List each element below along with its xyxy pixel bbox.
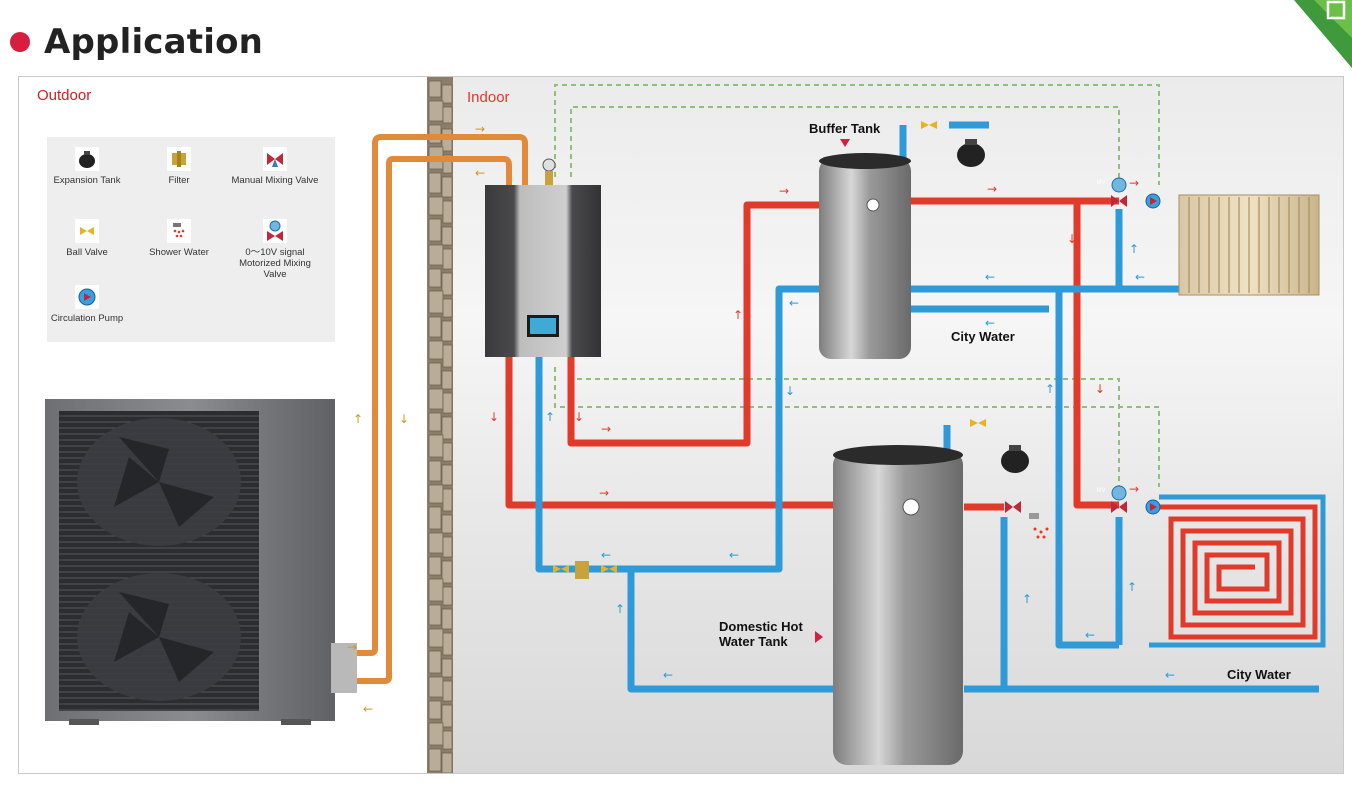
svg-text:↓: ↓ — [785, 384, 795, 398]
ball-valve-icon — [75, 219, 99, 243]
svg-text:←: ← — [1165, 668, 1175, 682]
svg-text:←: ← — [601, 548, 611, 562]
svg-text:←: ← — [985, 270, 995, 284]
city-water-label-bottom: City Water — [1227, 667, 1291, 682]
svg-text:→: → — [987, 182, 997, 196]
mv-badge-bottom: MV — [1096, 488, 1106, 494]
legend-label: Filter — [168, 175, 190, 186]
brick-wall — [427, 77, 453, 773]
ball-valves — [553, 121, 986, 573]
legend-label: 0～10V signal — [245, 247, 305, 258]
svg-text:←: ← — [729, 548, 739, 562]
svg-text:→: → — [1129, 176, 1139, 190]
dhw-tank-label: Domestic Hot Water Tank — [719, 619, 803, 649]
cold-water-pipes — [535, 121, 1319, 693]
manual-mixing-valve-icon — [263, 147, 287, 171]
title-bullet-icon — [10, 32, 30, 52]
legend-filter: Filter — [133, 147, 225, 186]
svg-text:←: ← — [1085, 628, 1095, 642]
legend-label: Circulation Pump — [50, 313, 124, 324]
legend-label-line2: Motorized Mixing Valve — [239, 258, 311, 280]
legend-label: Manual Mixing Valve — [231, 175, 319, 186]
svg-text:↑: ↑ — [615, 602, 625, 616]
buffer-tank — [819, 153, 911, 359]
buffer-tank-pointer-icon — [840, 139, 850, 147]
filter-icon — [167, 147, 191, 171]
hot-water-pipes — [505, 197, 1119, 511]
indoor-hydraulic-unit — [485, 158, 601, 357]
corner-logo-icon — [1294, 0, 1352, 68]
svg-text:→: → — [601, 422, 611, 436]
svg-text:↑: ↑ — [1127, 580, 1137, 594]
circulation-pumps — [1145, 193, 1161, 515]
svg-text:↑: ↑ — [733, 308, 743, 322]
legend-label: Ball Valve — [66, 247, 108, 258]
svg-text:↑: ↑ — [1129, 242, 1139, 256]
mixing-valves — [1005, 177, 1127, 513]
mv-badge-top: MV — [1096, 180, 1106, 186]
svg-text:↑: ↑ — [1045, 382, 1055, 396]
buffer-tank-label: Buffer Tank — [809, 121, 881, 136]
legend-label: Expansion Tank — [53, 175, 121, 186]
underfloor-heating-coil — [1149, 494, 1326, 648]
legend-shower-water: Shower Water — [133, 219, 225, 258]
legend-manual-mixing-valve: Manual Mixing Valve — [229, 147, 321, 186]
svg-text:↓: ↓ — [574, 410, 584, 424]
flow-arrows: → ← ↑ ↓ → ← ↓ ↓ → ↑ → → → ↓ ↓ → → ↑ ↓ ← ← ← ↑ ← ← ← ↑… — [347, 122, 1175, 716]
dhw-tank-label-line1: Domestic Hot — [719, 619, 803, 634]
legend-expansion-tank: Expansion Tank — [41, 147, 133, 186]
svg-text:↓: ↓ — [489, 410, 499, 424]
page-title: Application — [10, 20, 263, 64]
svg-text:→: → — [1129, 482, 1139, 496]
shower-water-icon — [167, 219, 191, 243]
city-water-label-top: City Water — [951, 329, 1015, 344]
shower-head — [1029, 513, 1049, 539]
circulation-pump-icon — [75, 285, 99, 309]
svg-text:↑: ↑ — [353, 412, 363, 426]
svg-text:↑: ↑ — [545, 410, 555, 424]
application-diagram: → ← ↑ ↓ → ← ↓ ↓ → ↑ → → → ↓ ↓ → → ↑ ↓ ← ← ← ↑ ← ← ← ↑… — [18, 76, 1344, 774]
svg-text:→: → — [347, 640, 357, 654]
svg-text:→: → — [779, 184, 789, 198]
legend-panel: Expansion Tank Filter Manual Mixing Valv… — [47, 137, 335, 342]
svg-text:↓: ↓ — [399, 412, 409, 426]
dhw-tank-label-line2: Water Tank — [719, 634, 788, 649]
legend-label: Shower Water — [149, 247, 209, 258]
domestic-hot-water-tank — [833, 445, 963, 765]
svg-text:→: → — [599, 486, 609, 500]
outdoor-label: Outdoor — [37, 87, 92, 104]
svg-text:←: ← — [985, 316, 995, 330]
signal-lines — [554, 84, 1160, 489]
expansion-tank-icon — [75, 147, 99, 171]
refrigerant-pipes — [357, 134, 528, 684]
outdoor-heat-pump-unit — [45, 399, 357, 725]
svg-text:←: ← — [663, 668, 673, 682]
svg-text:↑: ↑ — [1022, 592, 1032, 606]
motorized-mixing-valve-icon — [263, 219, 287, 243]
svg-text:→: → — [475, 122, 485, 136]
filter — [575, 561, 589, 579]
dhw-tank-pointer-icon — [815, 631, 823, 643]
svg-text:↓: ↓ — [1095, 382, 1105, 396]
expansion-tank-dhw — [1001, 445, 1029, 473]
svg-text:←: ← — [789, 296, 799, 310]
legend-motorized-mixing-valve: 0～10V signal Motorized Mixing Valve — [229, 219, 321, 280]
indoor-label: Indoor — [467, 89, 510, 106]
radiator — [1178, 194, 1320, 296]
svg-text:←: ← — [1135, 270, 1145, 284]
svg-text:↓: ↓ — [1067, 232, 1077, 246]
legend-circulation-pump: Circulation Pump — [41, 285, 133, 324]
legend-ball-valve: Ball Valve — [41, 219, 133, 258]
svg-text:←: ← — [475, 166, 485, 180]
page-title-text: Application — [44, 22, 264, 62]
expansion-tank-buffer — [957, 139, 985, 167]
svg-text:←: ← — [363, 702, 373, 716]
